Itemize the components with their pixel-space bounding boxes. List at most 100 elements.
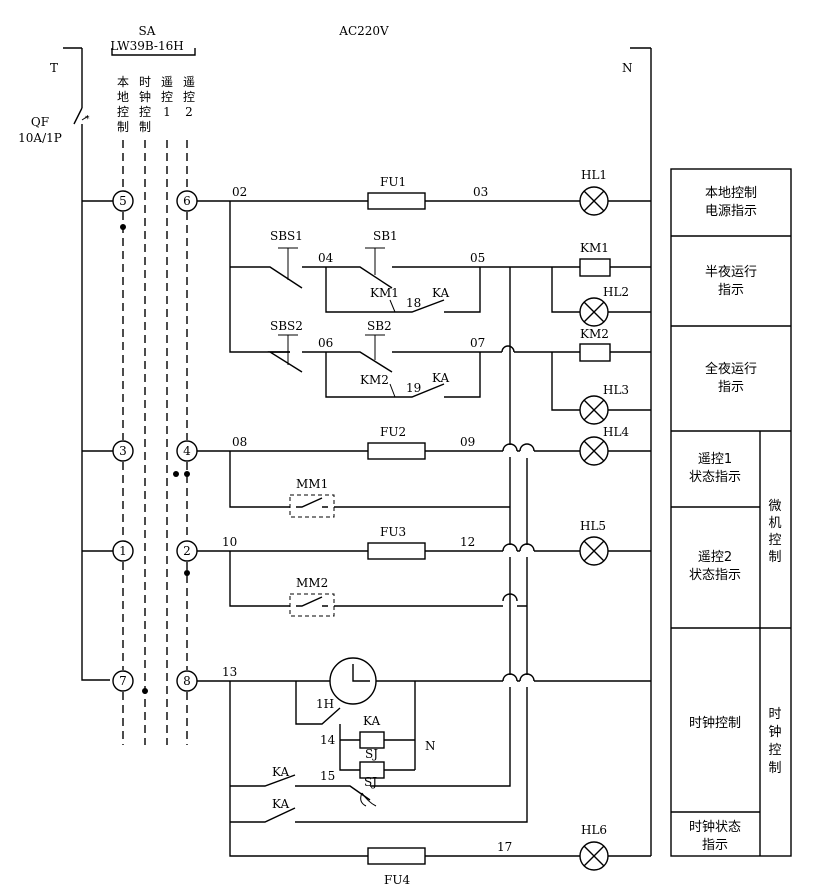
svg-text:控: 控 [183,90,195,104]
breaker-rating: 10A/1P [18,131,62,145]
svg-text:时钟状态: 时钟状态 [689,819,741,835]
svg-text:2: 2 [185,105,193,119]
t-feed-wires [82,200,113,552]
hl4-label: HL4 [603,425,629,439]
terminal-8: 8 [176,670,198,692]
terminal-4: 4 [176,440,198,462]
svg-text:7: 7 [119,674,127,688]
legend-clock-side: 时 钟 控 制 [768,707,781,776]
line-t [63,47,110,681]
bus-wires [296,267,535,823]
legend-table [670,168,792,857]
node-12: 12 [460,535,475,549]
breaker-name: QF [31,115,49,129]
ka-contact-2-label: KA [432,371,449,385]
svg-text:钟: 钟 [768,724,781,740]
full-night-circuit [267,334,651,425]
sb2-label: SB2 [367,319,392,333]
svg-text:遥: 遥 [183,75,195,89]
sbs2-label: SBS2 [270,319,303,333]
node-09: 09 [460,435,475,449]
svg-text:指示: 指示 [718,283,744,298]
sb1-label: SB1 [373,229,398,243]
svg-text:8: 8 [183,674,191,688]
svg-text:指示: 指示 [702,838,728,853]
switch-name: SA [139,24,156,38]
svg-text:控: 控 [768,743,781,758]
position-clock-label: 时 钟 控 制 [139,75,151,134]
svg-text:半夜运行: 半夜运行 [705,265,757,280]
svg-text:本地控制: 本地控制 [705,186,757,201]
svg-text:全夜运行: 全夜运行 [705,361,757,377]
supply-label: AC220V [338,24,389,38]
terminal-7: 7 [112,670,134,692]
legend-full-night: 全夜运行 指示 [705,361,757,395]
n-label: N [425,739,436,753]
legend-micro: 微 机 控 制 [768,499,781,565]
ka-contact-1-label: KA [432,286,449,300]
svg-text:状态指示: 状态指示 [689,470,741,485]
legend-half-night: 半夜运行 指示 [705,265,757,298]
breaker-star-icon: * [85,115,90,125]
svg-text:遥控2: 遥控2 [698,550,732,565]
contact-dots [120,224,190,694]
ka-contact-3-label: KA [272,765,289,779]
svg-text:制: 制 [117,120,129,134]
svg-text:钟: 钟 [139,89,151,104]
hl2-label: HL2 [603,285,629,299]
svg-text:状态指示: 状态指示 [689,568,741,583]
node-05: 05 [470,251,485,265]
line-n [630,47,652,856]
sj-contact-label: SJ [364,775,377,789]
terminal-1: 1 [112,540,134,562]
svg-text:制: 制 [139,120,151,134]
position-remote2-label: 遥 控 2 [183,75,195,119]
mm2-label: MM2 [296,576,328,590]
hl5-label: HL5 [580,519,606,533]
terminal-5: 5 [112,190,134,212]
node-04: 04 [318,251,334,265]
line-t-label: T [50,61,58,75]
terminal-2: 2 [176,540,198,562]
svg-text:控: 控 [768,533,781,548]
node-14: 14 [320,733,336,747]
node-07: 07 [470,336,485,350]
svg-text:时: 时 [139,75,151,89]
svg-text:1: 1 [163,105,171,119]
svg-text:制: 制 [768,761,781,776]
svg-text:制: 制 [768,550,781,565]
node-15: 15 [320,769,335,783]
svg-text:电源指示: 电源指示 [705,204,757,219]
svg-text:机: 机 [768,516,781,531]
hl3-label: HL3 [603,383,629,397]
line-n-label: N [622,61,633,75]
switch-model: LW39B-16H [110,39,183,53]
legend-clock-control: 时钟控制 [689,715,741,731]
svg-text:3: 3 [119,444,127,458]
svg-text:控: 控 [117,105,129,119]
position-local-label: 本 地 控 制 [117,75,129,134]
svg-text:遥控1: 遥控1 [698,452,732,467]
position-remote1-label: 遥 控 1 [161,75,173,119]
svg-text:6: 6 [183,194,191,208]
node-18: 18 [406,296,421,310]
mm1-label: MM1 [296,477,328,491]
hl1-label: HL1 [581,168,607,182]
fu4-label: FU4 [384,873,410,887]
switch-position-lines [122,140,188,745]
legend-remote2: 遥控2 状态指示 [689,550,741,583]
node-02: 02 [232,185,247,199]
remote1-circuit [197,436,651,518]
legend-clock-status: 时钟状态 指示 [689,819,741,853]
terminal-6: 6 [176,190,198,212]
fu3-label: FU3 [380,525,406,539]
sj-coil-label: SJ [365,747,378,761]
node-17: 17 [497,840,512,854]
node-03: 03 [473,185,488,199]
svg-text:本: 本 [117,75,129,89]
hl6-label: HL6 [581,823,607,837]
node-19: 19 [406,381,421,395]
fu1-label: FU1 [380,175,406,189]
node-06: 06 [318,336,333,350]
